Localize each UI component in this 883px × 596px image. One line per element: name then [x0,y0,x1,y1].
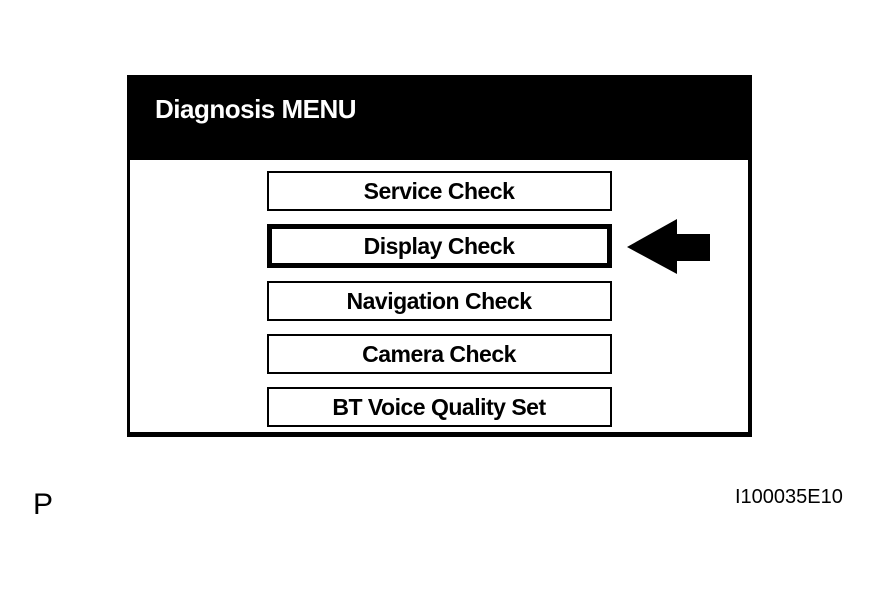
menu-button-navigation-check[interactable]: Navigation Check [266,281,612,321]
menu-button-camera-check[interactable]: Camera Check [266,334,612,374]
page-label: P [33,488,54,521]
screen-header: Diagnosis MENU [130,78,748,160]
menu-button-bt-voice-quality-set[interactable]: BT Voice Quality Set [266,387,612,427]
menu-button-service-check[interactable]: Service Check [266,171,612,211]
figure-code: I100035E10 [735,486,843,508]
screen-title: Diagnosis MENU [155,94,357,124]
selection-arrow-left-icon [627,219,710,274]
menu-button-display-check[interactable]: Display Check [266,224,612,268]
menu-list: Service Check Display Check Navigation C… [130,160,748,427]
